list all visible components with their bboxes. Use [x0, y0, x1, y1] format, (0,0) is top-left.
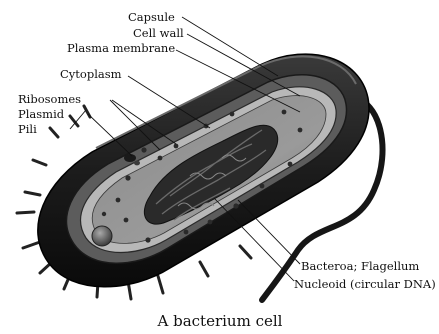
label-plasmid: Plasmid: [18, 107, 65, 121]
capsule-leader: [182, 17, 278, 76]
label-plasma-membrane: Plasma membrane: [67, 41, 175, 55]
label-nucleoid: Nucleoid (circular DNA): [294, 277, 436, 291]
label-cell-wall: Cell wall: [133, 26, 184, 40]
granule: [92, 226, 112, 246]
label-ribosomes: Ribosomes: [18, 92, 81, 106]
label-capsule: Capsule: [128, 10, 175, 24]
label-cytoplasm: Cytoplasm: [60, 67, 122, 81]
label-flagellum: Bacteroa; Flagellum: [301, 259, 419, 273]
label-pili: Pili: [18, 122, 37, 136]
caption: A bacterium cell: [157, 312, 283, 330]
